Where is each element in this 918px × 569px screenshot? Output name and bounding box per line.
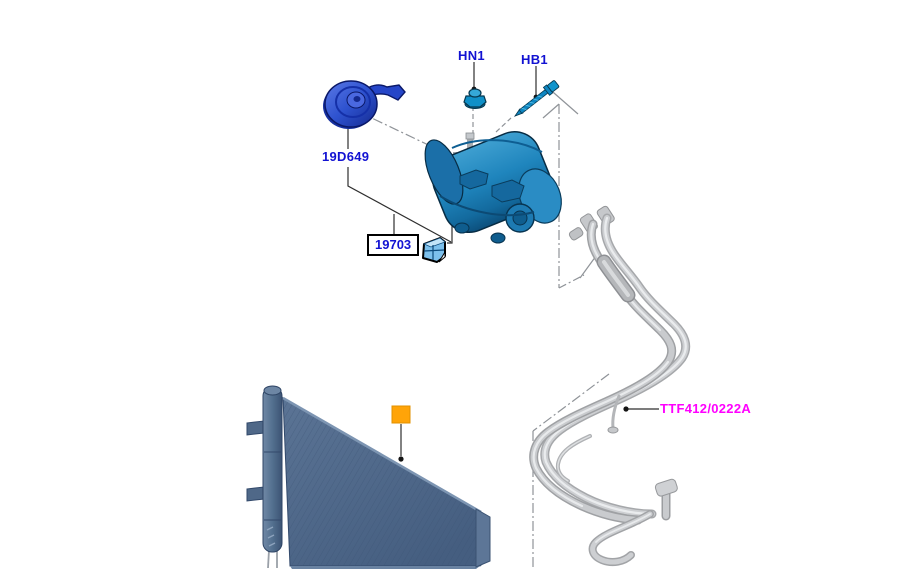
label-19703-boxed[interactable]: 19703: [367, 234, 420, 256]
clutch-pulley: [323, 80, 406, 129]
bolt-hb1: [513, 80, 560, 117]
nut-hn1: [463, 88, 487, 109]
label-19d649[interactable]: 19D649: [322, 149, 370, 164]
label-19703-text: 19703: [375, 237, 412, 252]
parts-list-icon[interactable]: [422, 237, 446, 263]
leader-lines: [347, 62, 659, 456]
label-hn1[interactable]: HN1: [458, 48, 485, 63]
condenser: [246, 385, 491, 569]
condenser-marker[interactable]: [391, 405, 411, 424]
label-hb1[interactable]: HB1: [521, 52, 548, 67]
receiver-drier: [246, 385, 283, 569]
label-ttf412-0222a[interactable]: TTF412/0222A: [660, 401, 752, 416]
ac-compressor: [424, 131, 562, 244]
ac-tube-assembly: [529, 205, 691, 567]
